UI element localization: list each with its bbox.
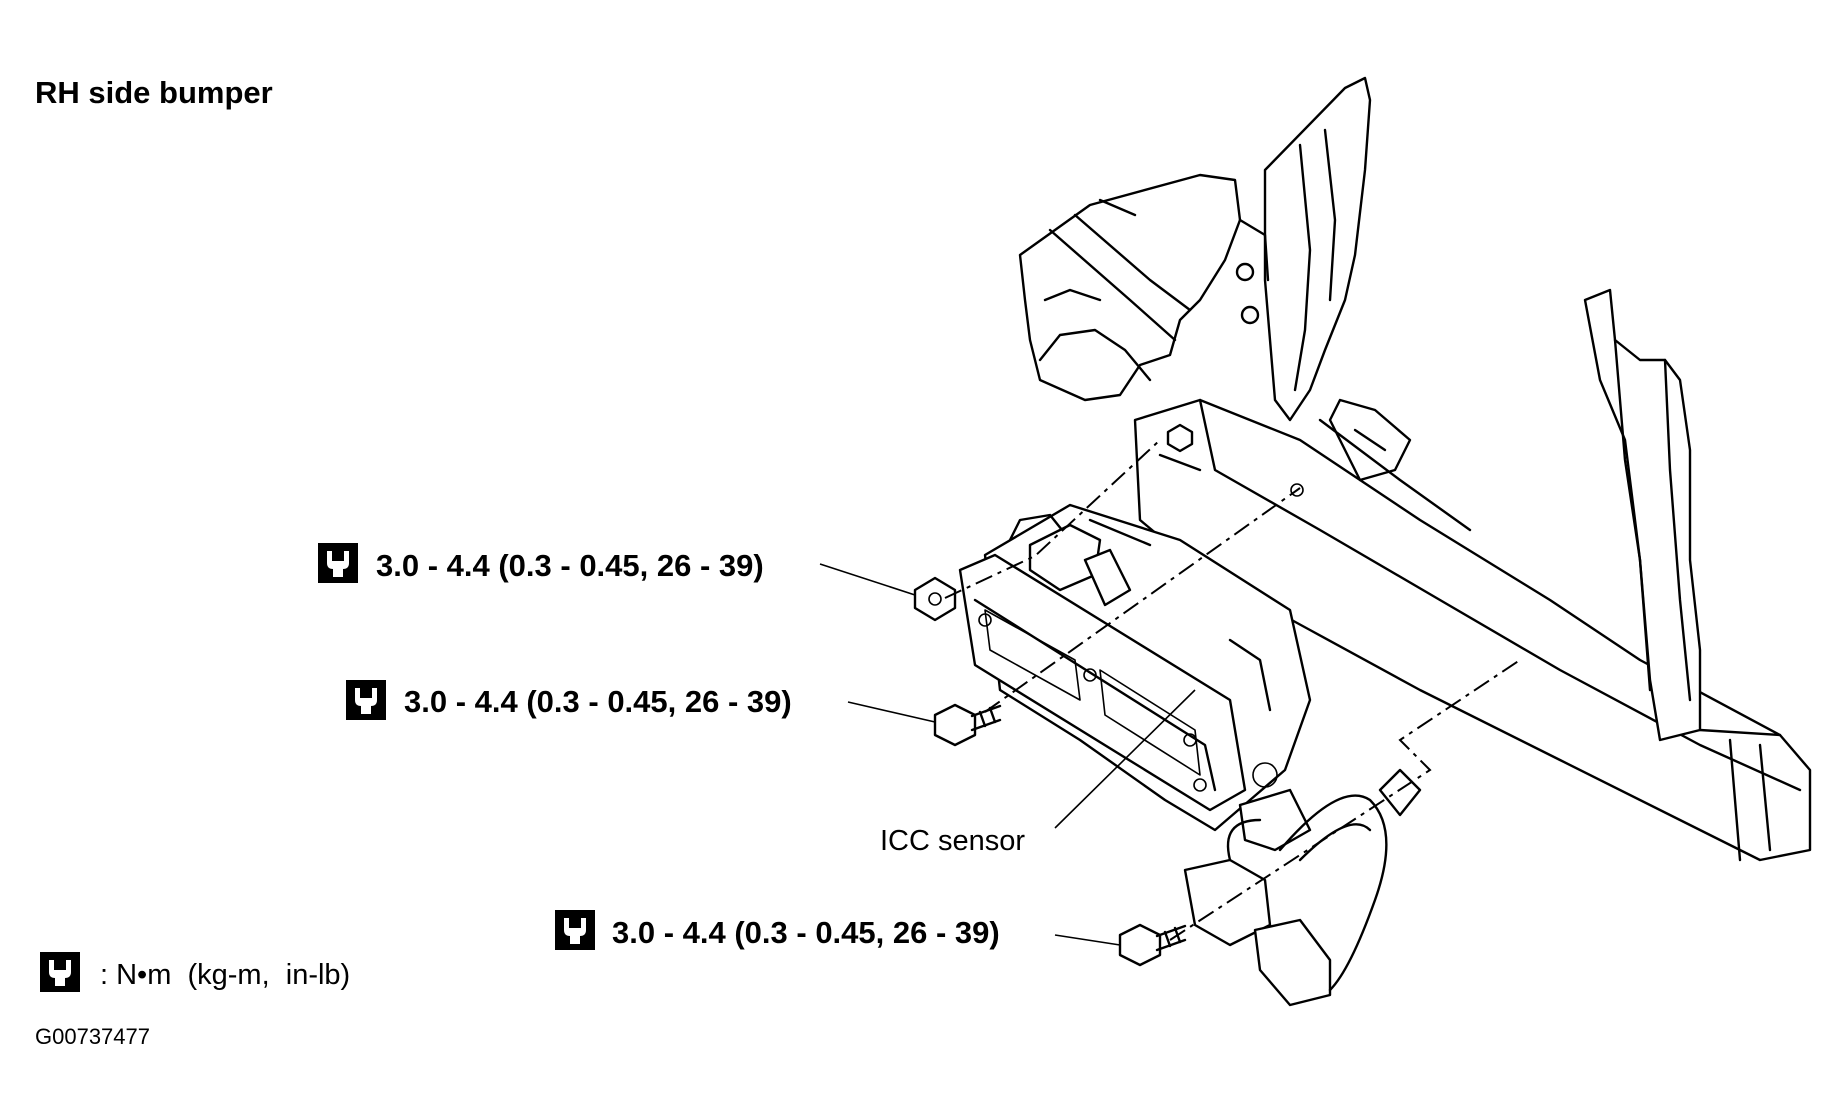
- upper-bolt: [913, 576, 957, 622]
- torque-value-upper: 3.0 - 4.4 (0.3 - 0.45, 26 - 39): [376, 548, 764, 583]
- torque-label-upper: 3.0 - 4.4 (0.3 - 0.45, 26 - 39): [318, 543, 764, 583]
- torque-value-middle: 3.0 - 4.4 (0.3 - 0.45, 26 - 39): [404, 684, 792, 719]
- icc-sensor-assembly: [958, 503, 1312, 852]
- icc-sensor-label: ICC sensor: [880, 825, 1025, 857]
- leader-lines: [819, 563, 1196, 946]
- upper-nut: [1166, 423, 1304, 497]
- figure-code: G00737477: [35, 1024, 150, 1049]
- torque-wrench-icon: [40, 952, 80, 992]
- diagram-title: RH side bumper: [35, 75, 273, 110]
- torque-wrench-icon: [555, 910, 595, 950]
- legend-unit-text: : N•m (kg-m, in-lb): [100, 959, 350, 991]
- torque-wrench-icon: [346, 680, 386, 720]
- lower-bolt: [1118, 923, 1187, 967]
- torque-label-middle: 3.0 - 4.4 (0.3 - 0.45, 26 - 39): [346, 680, 792, 720]
- bumper-structure: [1018, 76, 1812, 862]
- middle-bolt: [933, 703, 1002, 747]
- torque-wrench-icon: [318, 543, 358, 583]
- installation-lines: [944, 439, 1521, 941]
- torque-legend: : N•m (kg-m, in-lb): [40, 952, 350, 992]
- torque-value-lower: 3.0 - 4.4 (0.3 - 0.45, 26 - 39): [612, 915, 1000, 950]
- torque-label-lower: 3.0 - 4.4 (0.3 - 0.45, 26 - 39): [555, 910, 1000, 950]
